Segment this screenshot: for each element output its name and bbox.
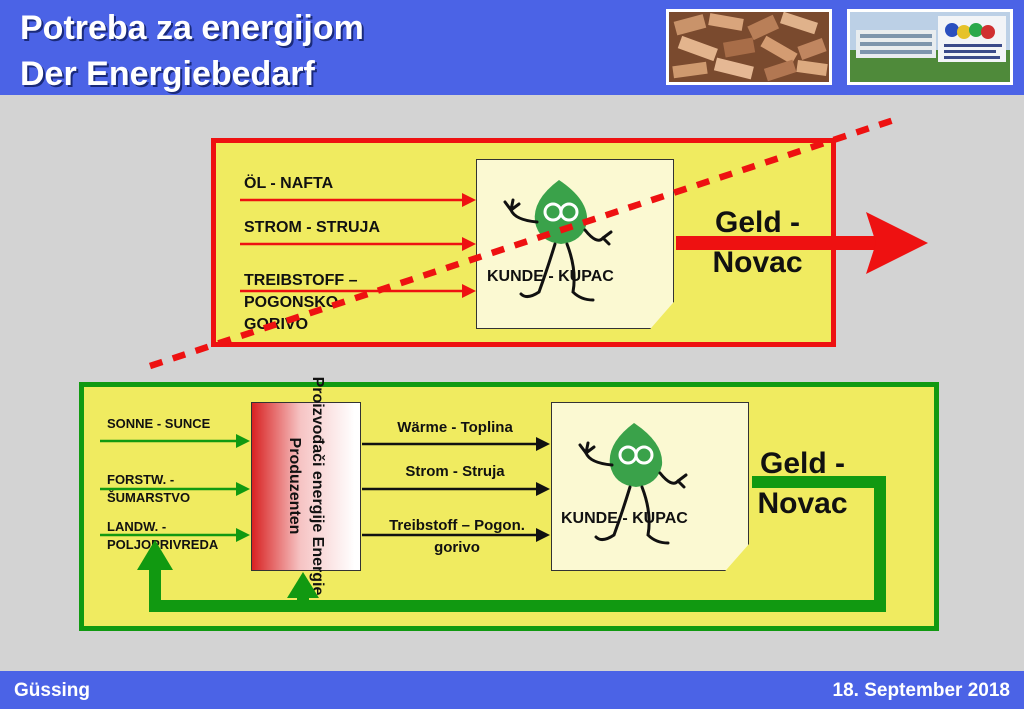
input-label-electricity: STROM - STRUJA xyxy=(244,219,380,236)
title-line-1: Potreba za energijom xyxy=(20,9,364,47)
wood-chips-photo xyxy=(666,9,832,85)
leaf-figure-icon xyxy=(578,423,688,545)
customer-card-top xyxy=(476,159,674,329)
output-label-fuel: Treibstoff – Pogon. gorivo xyxy=(389,517,525,556)
customer-label-bottom: KUNDE - KUPAC xyxy=(561,510,688,527)
leaf-figure-icon xyxy=(503,180,613,302)
money-return-loop xyxy=(137,476,886,612)
money-label-top: Geld - Novac xyxy=(712,206,803,279)
building-photo xyxy=(847,9,1013,85)
footer-date: 18. September 2018 xyxy=(832,680,1010,701)
renewable-energy-box xyxy=(79,382,939,631)
source-label-forestry: FORSTW. - ŠUMARSTVO xyxy=(107,472,191,505)
footer-bar: Güssing 18. September 2018 xyxy=(0,671,1024,709)
energy-producer-card xyxy=(251,402,361,571)
source-label-agriculture: LANDW. - POLJOPRIVREDA xyxy=(107,519,219,552)
source-label-sun: SONNE - SUNCE xyxy=(107,416,211,431)
output-label-electricity: Strom - Struja xyxy=(405,463,505,480)
header-bar: Potreba za energijom Der Energiebedarf xyxy=(0,0,1024,95)
output-label-heat: Wärme - Toplina xyxy=(397,419,513,436)
money-arrow-top xyxy=(676,212,928,274)
dotted-divider-line xyxy=(148,114,902,370)
title-line-2: Der Energiebedarf xyxy=(20,55,315,93)
customer-card-bottom xyxy=(551,402,749,571)
input-label-oil: ÖL - NAFTA xyxy=(244,175,334,192)
money-label-bottom: Geld - Novac xyxy=(757,447,848,520)
footer-location: Güssing xyxy=(14,680,91,701)
customer-label-top: KUNDE - KUPAC xyxy=(487,268,614,285)
